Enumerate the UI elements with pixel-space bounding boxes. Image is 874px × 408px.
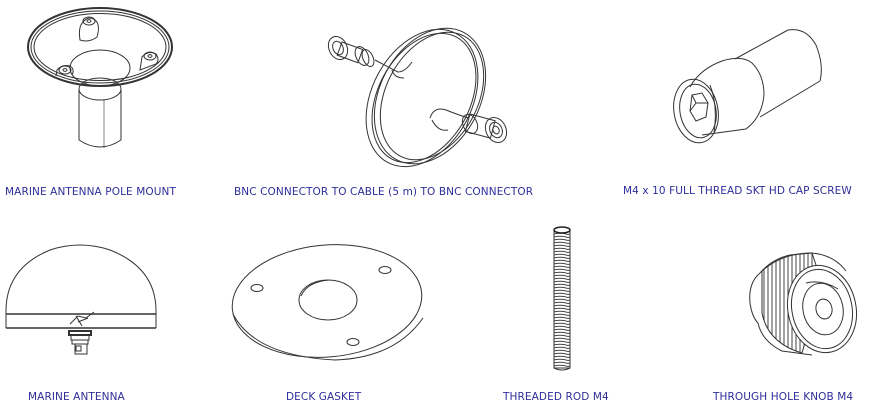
dome-antenna-drawing-icon	[0, 238, 165, 363]
socket-cap-screw-drawing-icon	[660, 25, 840, 165]
caption-cap-screw: M4 x 10 FULL THREAD SKT HD CAP SCREW	[623, 185, 852, 197]
knurled-knob-drawing-icon	[742, 243, 862, 363]
caption-deck-gasket: DECK GASKET	[286, 391, 362, 403]
coiled-cable-drawing-icon	[320, 20, 530, 180]
threaded-rod-drawing-icon	[552, 226, 572, 372]
caption-antenna: MARINE ANTENNA	[28, 391, 125, 403]
caption-bnc-cable: BNC CONNECTOR TO CABLE (5 m) TO BNC CONN…	[234, 186, 534, 198]
caption-threaded-rod: THREADED ROD M4	[503, 391, 609, 403]
gasket-drawing-icon	[225, 238, 425, 368]
caption-pole-mount: MARINE ANTENNA POLE MOUNT	[5, 186, 176, 198]
caption-knob: THROUGH HOLE KNOB M4	[713, 391, 854, 403]
pole-mount-drawing-icon	[20, 0, 190, 160]
